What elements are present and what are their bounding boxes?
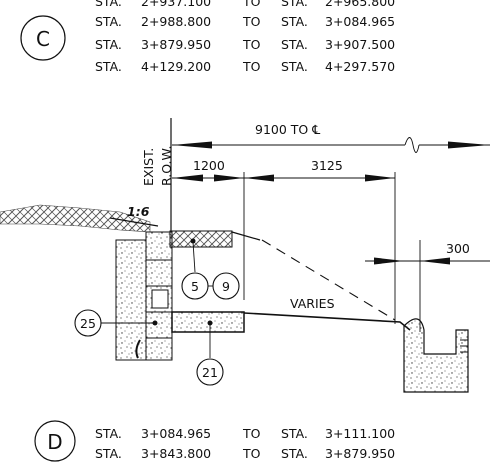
svg-text:STA.: STA.: [95, 426, 122, 441]
road-surface: [243, 312, 411, 331]
svg-text:TO: TO: [242, 59, 261, 74]
callout-21: 21: [196, 320, 224, 386]
section-c-row: STA. 3+879.950 TO STA. 3+907.500: [95, 37, 395, 52]
dim-arrow: [214, 174, 244, 182]
svg-text:STA.: STA.: [95, 14, 122, 29]
svg-text:STA.: STA.: [281, 446, 308, 461]
svg-text:STA.: STA.: [281, 59, 308, 74]
curb: [403, 318, 469, 393]
svg-text:STA.: STA.: [95, 0, 122, 9]
cross-section: EXIST. R.O.W. 9100 TO ℄ 1200 3125 300 1:…: [0, 118, 490, 393]
dim-arrow: [172, 174, 203, 182]
dim-300-text: 300: [446, 241, 470, 256]
svg-text:STA.: STA.: [281, 14, 308, 29]
svg-text:9: 9: [222, 279, 230, 294]
svg-text:3+111.100: 3+111.100: [325, 426, 395, 441]
dim-arrow: [365, 174, 395, 182]
section-d-letter-circle: [34, 420, 76, 462]
svg-text:3+843.800: 3+843.800: [141, 446, 211, 461]
svg-text:TO: TO: [242, 14, 261, 29]
svg-text:STA.: STA.: [281, 426, 308, 441]
dim-centerline-text: 9100 TO ℄: [255, 122, 320, 137]
svg-text:STA.: STA.: [281, 37, 308, 52]
svg-text:STA.: STA.: [95, 59, 122, 74]
dim-arrow: [448, 141, 490, 149]
section-c-letter: C: [36, 27, 50, 51]
wall-drain: [135, 339, 141, 359]
section-c-row: STA. 2+988.800 TO STA. 3+084.965: [95, 14, 395, 29]
svg-text:3+879.950: 3+879.950: [141, 37, 211, 52]
svg-text:2+937.100: 2+937.100: [141, 0, 211, 9]
top-shelf: [169, 230, 233, 248]
dim-arrow: [420, 257, 450, 265]
svg-text:TO: TO: [242, 37, 261, 52]
svg-text:21: 21: [202, 365, 218, 380]
section-c-letter-circle: [20, 15, 66, 61]
section-d-table: D STA. 3+084.965 TO STA. 3+111.100 STA. …: [34, 420, 395, 462]
dim-arrow: [172, 141, 212, 149]
svg-text:4+129.200: 4+129.200: [141, 59, 211, 74]
svg-text:3+879.950: 3+879.950: [325, 446, 395, 461]
varies-label: VARIES: [290, 296, 335, 311]
dim-1200-text: 1200: [193, 158, 225, 173]
dim-arrow: [244, 174, 274, 182]
slope-line: [109, 217, 159, 227]
section-d-letter: D: [47, 430, 62, 454]
dashed-slope: [261, 239, 396, 321]
svg-text:STA.: STA.: [95, 37, 122, 52]
svg-text:3+907.500: 3+907.500: [325, 37, 395, 52]
svg-text:5: 5: [191, 279, 199, 294]
section-c-row: STA. 2+937.100 TO STA. 2+965.800: [95, 0, 395, 9]
retaining-wall-outer: [115, 239, 147, 361]
svg-text:2+988.800: 2+988.800: [141, 14, 211, 29]
callout-9: 9: [208, 272, 240, 300]
svg-text:4+297.570: 4+297.570: [325, 59, 395, 74]
break-mark: [404, 137, 420, 153]
section-c-row: STA. 4+129.200 TO STA. 4+297.570: [95, 59, 395, 74]
svg-text:TO: TO: [242, 426, 261, 441]
svg-text:25: 25: [80, 316, 96, 331]
svg-text:3+084.965: 3+084.965: [141, 426, 211, 441]
svg-text:TO: TO: [242, 0, 261, 9]
wall-insert: [151, 289, 169, 309]
svg-text:TO: TO: [242, 446, 261, 461]
section-d-row: STA. 3+084.965 TO STA. 3+111.100: [95, 426, 395, 441]
fill-slope: [231, 231, 261, 241]
svg-text:3+084.965: 3+084.965: [325, 14, 395, 29]
section-d-row: STA. 3+843.800 TO STA. 3+879.950: [95, 446, 395, 461]
svg-text:2+965.800: 2+965.800: [325, 0, 395, 9]
svg-text:STA.: STA.: [95, 446, 122, 461]
callout-5: 5: [181, 238, 209, 300]
row-label-line2: R.O.W.: [159, 146, 174, 186]
section-c-table: C STA. 2+937.100 TO STA. 2+965.800 STA. …: [20, 0, 395, 74]
dim-arrow: [374, 257, 404, 265]
slope-label: 1:6: [127, 204, 150, 219]
row-label-line1: EXIST.: [141, 148, 156, 186]
callout-25: 25: [74, 309, 158, 337]
svg-text:STA.: STA.: [281, 0, 308, 9]
dim-3125-text: 3125: [311, 158, 343, 173]
